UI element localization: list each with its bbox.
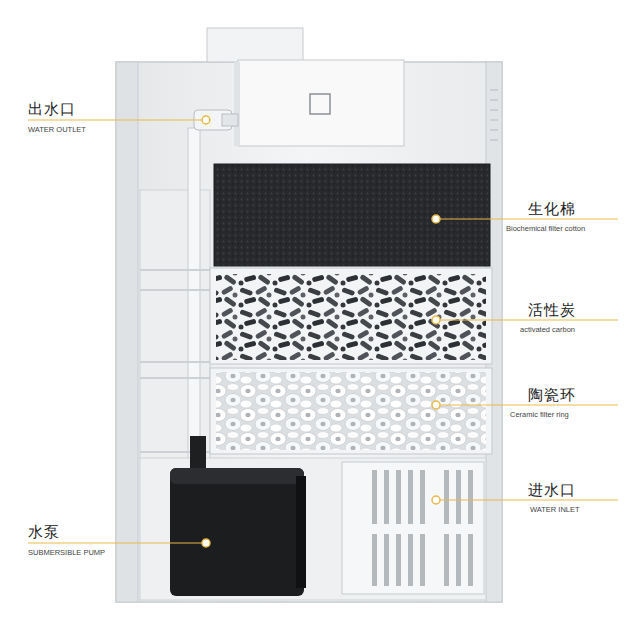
part-name-english: Ceramic filter ring [510,410,569,419]
part-name-english: activated carbon [520,325,575,334]
part-name-english: WATER INLET [530,505,580,514]
part-name: 出水口 [28,100,76,119]
part-name: 水泵 [28,523,60,542]
part-name-english: Biochemical filter cotton [506,224,585,233]
part-name: 进水口 [528,481,576,500]
part-name-english: WATER OUTLET [28,125,86,134]
part-name: 陶瓷环 [528,386,576,405]
part-name: 活性炭 [528,301,576,320]
part-name-english: SUBMERSIBLE PUMP [28,548,105,557]
part-name: 生化棉 [528,200,576,219]
